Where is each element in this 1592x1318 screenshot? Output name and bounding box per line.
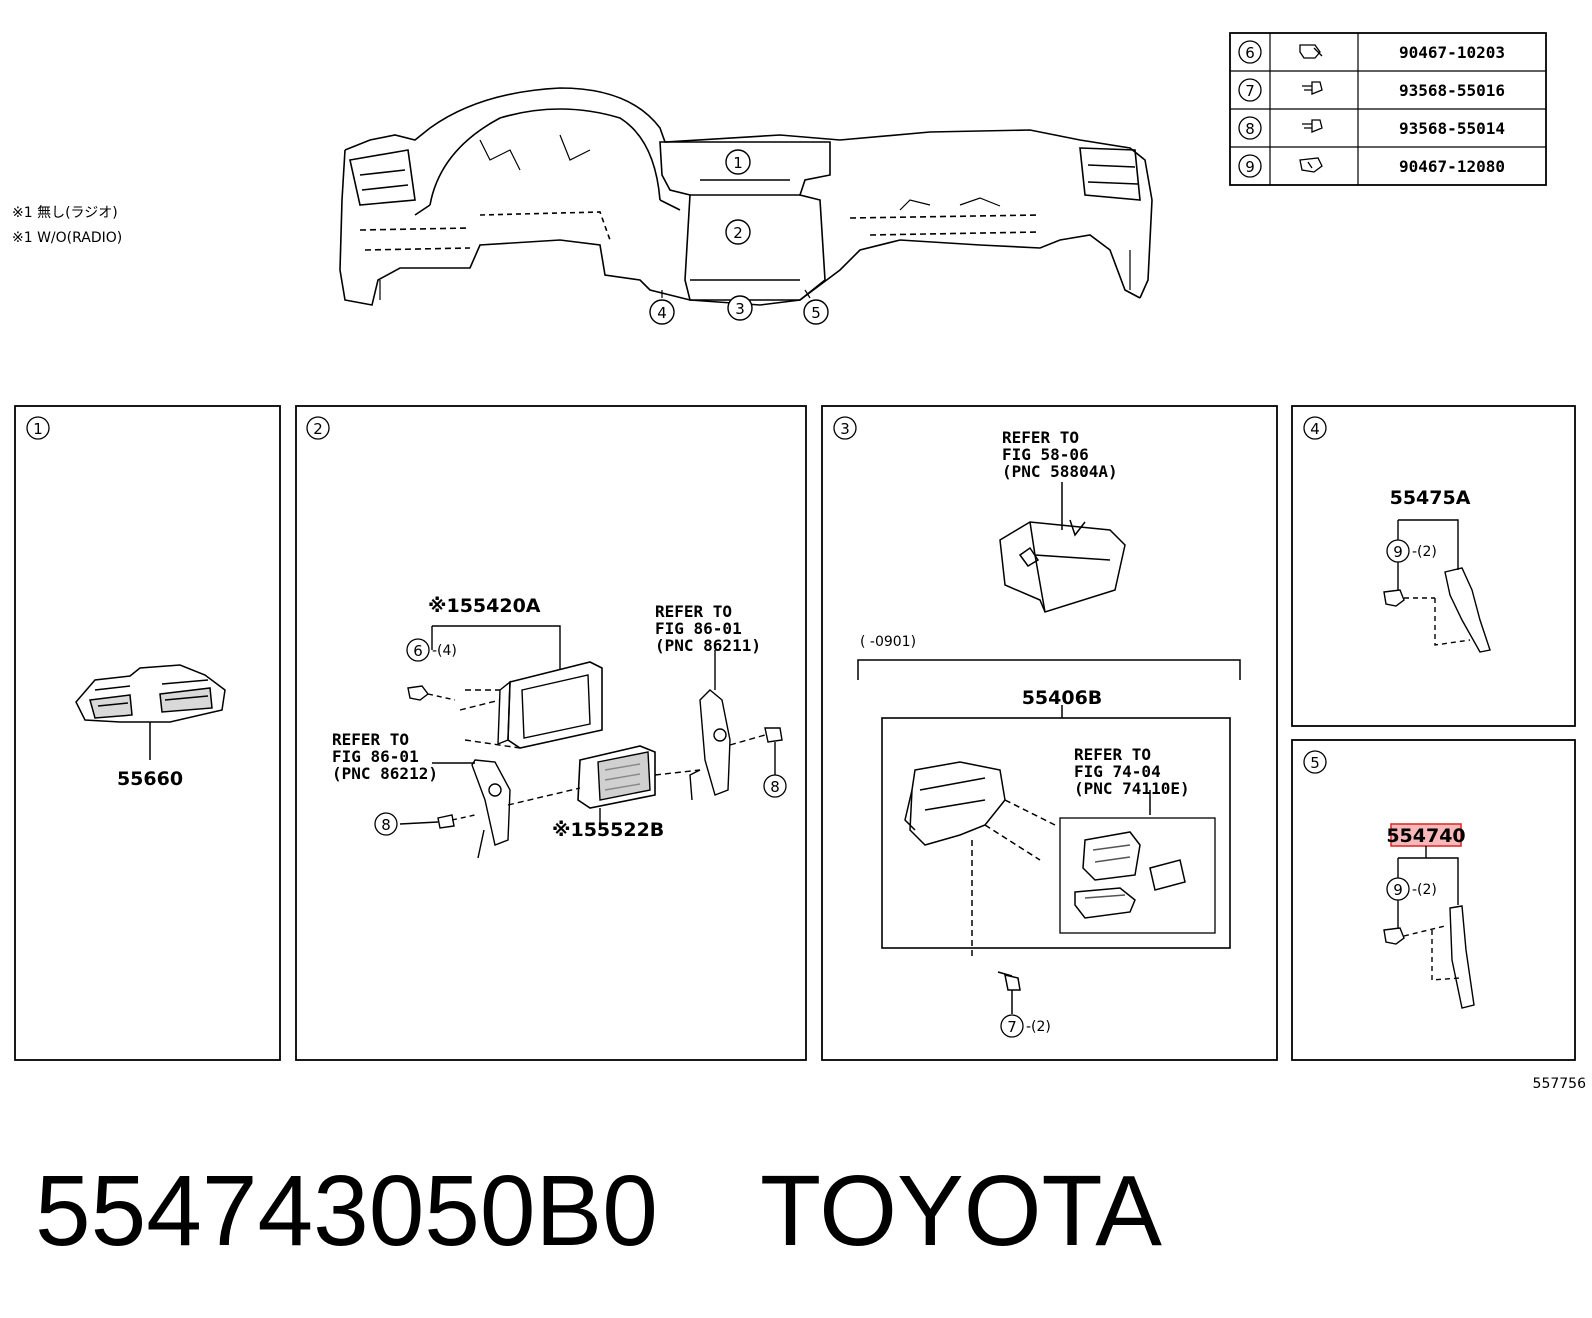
panel-4-qty-9: -(2) [1412,544,1437,560]
table-part-7: 93568-55016 [1399,81,1505,100]
panel-3 [821,405,1278,1061]
center-vent-drawing [75,664,226,760]
screw-icon [1302,81,1323,95]
note-en: ※1 W/O(RADIO) [12,230,122,246]
overview-callout-1: 1 [733,154,743,172]
panel-2-qty-6: -(4) [432,643,457,659]
note-jp: ※1 無し(ラジオ) [12,205,118,221]
overview-callouts [649,149,829,325]
table-part-8: 93568-55014 [1399,119,1505,138]
part-label-55475A: 55475A [1390,487,1471,509]
overview-callout-3: 3 [735,300,745,318]
panel-4-callout-9: 9 [1393,543,1403,561]
panel-2-number: 2 [313,420,323,438]
refer-74110E-line2: FIG 74-04 [1074,762,1161,781]
caption-brand: TOYOTA [760,1155,1162,1267]
part-label-55522B: ※155522B [552,819,664,841]
panel-2-callout-8-right: 8 [770,778,780,796]
clip-icon [1299,157,1323,173]
overview-callout-2: 2 [733,224,743,242]
panel-3-callout-7: 7 [1007,1018,1017,1036]
table-ref-6: 6 [1245,44,1255,62]
panel-2-callout-6: 6 [413,642,423,660]
table-part-9: 90467-12080 [1399,157,1505,176]
panel-2-callout-8-left: 8 [381,816,391,834]
overview-callout-4: 4 [657,304,667,322]
refer-86211-line2: FIG 86-01 [655,619,742,638]
refer-86212-line1: REFER TO [332,730,409,749]
dashboard-overview [339,87,1153,306]
clip-icon [1299,44,1323,59]
refer-86211-line1: REFER TO [655,602,732,621]
refer-58804A-line1: REFER TO [1002,428,1079,447]
part-label-55660: 55660 [117,768,183,790]
table-ref-7: 7 [1245,82,1255,100]
refer-58804A-line2: FIG 58-06 [1002,445,1089,464]
panel-2 [295,405,807,1061]
panel-4 [1291,405,1576,727]
refer-86212-line2: FIG 86-01 [332,747,419,766]
overview-callout-5: 5 [811,304,821,322]
panel-3-range: ( -0901) [860,634,916,650]
screw-icon [1302,119,1323,133]
panel-5-callout-9: 9 [1393,881,1403,899]
caption-part-number: 554743050B0 [35,1155,658,1267]
panel-5-qty-9: -(2) [1412,882,1437,898]
panel-1 [14,405,281,1061]
refer-74110E-line1: REFER TO [1074,745,1151,764]
hardware-table [1229,32,1547,186]
panel-4-number: 4 [1310,420,1320,438]
panel-1-number: 1 [33,420,43,438]
refer-86212-line3: (PNC 86212) [332,764,438,783]
panel-3-number: 3 [840,420,850,438]
figure-id: 557756 [1533,1076,1587,1092]
refer-58804A-line3: (PNC 58804A) [1002,462,1118,481]
panel-5 [1291,739,1576,1061]
part-label-554740[interactable]: 554740 [1386,825,1465,847]
table-ref-9: 9 [1245,158,1255,176]
part-label-55420A: ※155420A [428,595,541,617]
refer-86211-line3: (PNC 86211) [655,636,761,655]
refer-74110E-line3: (PNC 74110E) [1074,779,1190,798]
part-label-55406B: 55406B [1022,687,1103,709]
table-ref-8: 8 [1245,120,1255,138]
panel-3-qty-7: -(2) [1026,1019,1051,1035]
table-part-6: 90467-10203 [1399,43,1505,62]
panel-5-number: 5 [1310,754,1320,772]
